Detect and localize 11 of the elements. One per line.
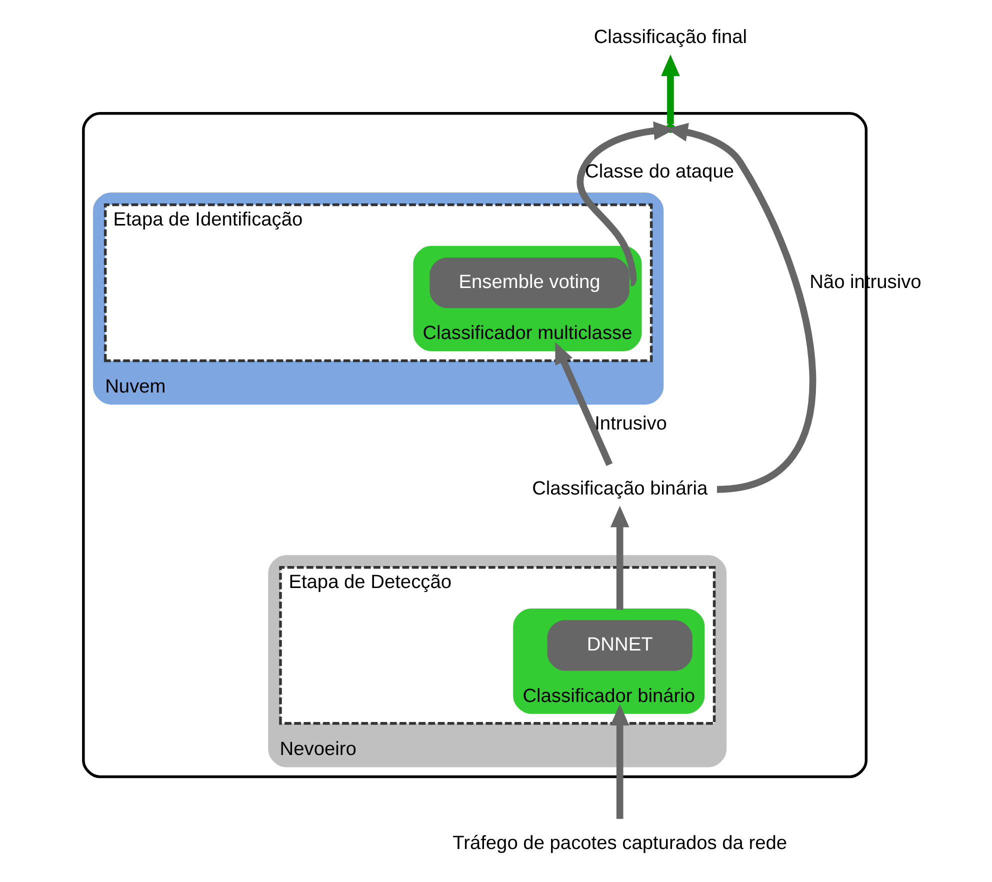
arrow <box>661 54 680 124</box>
node-text: Classificação binária <box>532 478 708 500</box>
node-text: Classificação final <box>594 27 748 48</box>
node-box: Ensemble voting <box>430 257 630 308</box>
edge-label: Intrusivo <box>594 413 667 434</box>
arrow <box>610 506 630 610</box>
arrow <box>610 704 630 819</box>
node-box: DNNET <box>547 620 692 671</box>
arrow <box>555 342 613 466</box>
edge-label: Classe do ataque <box>585 162 734 183</box>
node-text: Tráfego de pacotes capturados da rede <box>452 832 788 854</box>
